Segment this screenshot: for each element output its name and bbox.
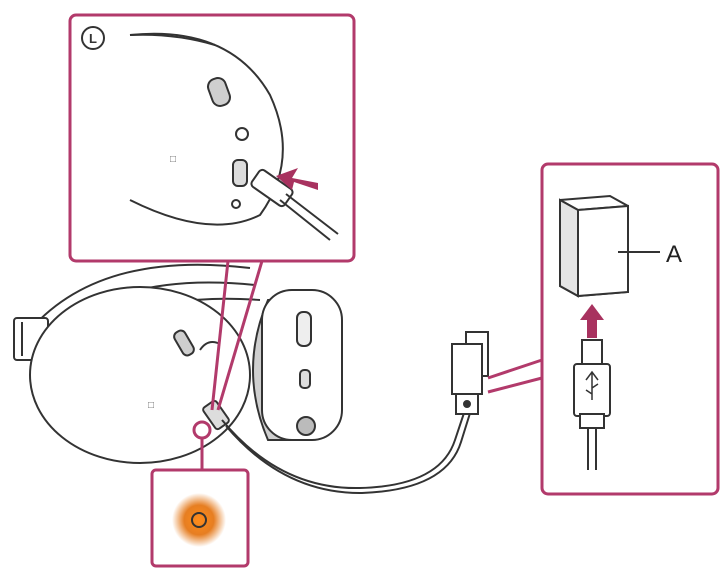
right-earcup [253, 290, 342, 440]
adapter-callout: A [488, 164, 718, 494]
side-marker-text: L [89, 31, 97, 46]
svg-text:□: □ [170, 154, 176, 165]
inset-callout: □ L [70, 15, 354, 261]
svg-text:□: □ [148, 400, 154, 411]
usb-a-plug-middle [452, 332, 488, 414]
side-marker-badge: L [82, 27, 104, 49]
usb-ac-adapter [560, 196, 628, 296]
charging-cable [222, 410, 471, 493]
led-indicator [172, 493, 226, 547]
adapter-label: A [666, 241, 682, 268]
